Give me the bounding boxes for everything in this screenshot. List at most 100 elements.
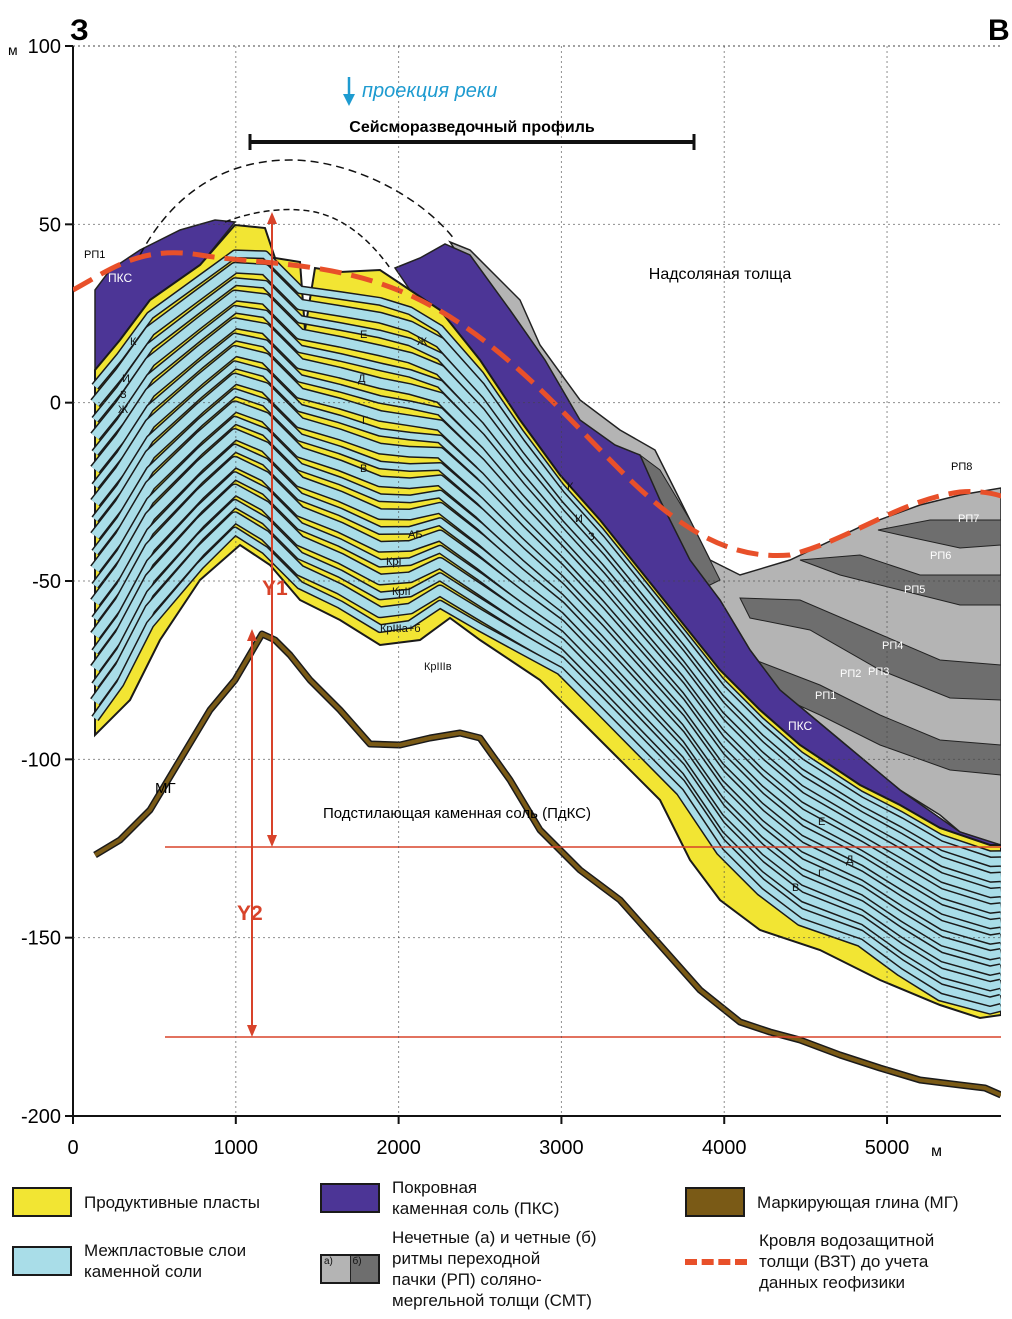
rp-label-right: РП5 <box>904 584 925 596</box>
legend-text-cover-salt: Покровная каменная соль (ПКС) <box>392 1178 560 1218</box>
interlayer-band <box>92 334 1001 905</box>
rp-label-right: РП7 <box>958 513 979 525</box>
rp-label-right: РП2 <box>840 668 861 680</box>
y-tick-label: -150 <box>21 928 61 950</box>
layer-label-mid: КрIIIа+б <box>380 623 421 635</box>
interlayer-band <box>92 361 1001 920</box>
y-tick-label: 100 <box>28 36 61 58</box>
layer-label-mid: АБ <box>408 529 423 541</box>
legend-swatch-rp: а) б) <box>320 1254 380 1284</box>
fold-arc-outer <box>139 159 456 256</box>
legend-swatch-productive <box>12 1187 72 1217</box>
layer-label-mid: Е <box>360 329 367 341</box>
x-tick-label: 0 <box>67 1137 78 1159</box>
mg-label: МГ <box>155 780 176 797</box>
rp-band-even-3 <box>739 597 1001 701</box>
y-tick-label: 50 <box>39 214 61 236</box>
legend-rp: а) б) Нечетные (а) и четные (б) ритмы пе… <box>320 1227 597 1311</box>
interlayer-band <box>92 278 1001 874</box>
interlayer-band <box>92 250 1001 858</box>
rp-label-right: РП1 <box>815 690 836 702</box>
layer-label-mid: КрII <box>392 586 411 598</box>
layer-label-mid: КрIIIв <box>424 661 452 673</box>
x-tick-label: 2000 <box>376 1137 421 1159</box>
y1-arrow-bottom <box>267 835 277 847</box>
legend-productive: Продуктивные пласты <box>12 1187 260 1217</box>
legend-cover-salt: Покровная каменная соль (ПКС) <box>320 1177 559 1219</box>
x-unit-label: м <box>931 1143 942 1160</box>
pks-left-label: ПКС <box>108 271 132 285</box>
rp-label-right: РП6 <box>930 550 951 562</box>
y1-arrow-top <box>267 212 277 224</box>
x-tick-label: 1000 <box>214 1137 259 1159</box>
grid <box>73 45 1001 1116</box>
rp8-label: РП8 <box>951 461 972 473</box>
interlayer-band <box>92 306 1001 889</box>
layer-label-left: З <box>120 389 127 401</box>
x-tick-label: 4000 <box>702 1137 747 1159</box>
interlayer-band <box>92 417 1001 951</box>
rp-band-even-1 <box>877 519 1001 549</box>
rp1-top-label: РП1 <box>84 249 105 261</box>
rp-label-right: РП3 <box>868 666 889 678</box>
legend: Продуктивные пласты Межпластовые слои ка… <box>0 1165 1012 1315</box>
y-tick-label: -200 <box>21 1106 61 1128</box>
legend-vzt: Кровля водозащитной толщи (ВЗТ) до учета… <box>685 1230 934 1293</box>
river-label: проекция реки <box>362 80 497 102</box>
layer-label-mid: Г <box>362 415 368 427</box>
layer-label-mid: Д <box>358 373 366 385</box>
interlayer-band <box>92 389 1001 936</box>
y1-label: Y1 <box>262 577 288 600</box>
layer-label-bottom: Е <box>818 816 825 828</box>
legend-interlayer: Межпластовые слои каменной соли <box>12 1240 246 1282</box>
interlayer-band <box>91 457 1001 976</box>
legend-swatch-vzt <box>685 1258 747 1265</box>
interlayer-band <box>91 429 1001 961</box>
suprasalt-label: Надсоляная толща <box>649 266 792 283</box>
y2-arrow-top <box>247 629 257 641</box>
legend-text-interlayer: Межпластовые слои каменной соли <box>84 1241 247 1281</box>
y2-label: Y2 <box>237 902 263 925</box>
interlayer-band <box>92 445 1001 967</box>
layer-label-left: Ж <box>118 404 128 416</box>
layer-labels: КИЗЖЕЖДГВАБКрIКрIIКрIIIа+бКрIIIвКИЗЕДГВР… <box>118 329 979 894</box>
layer-label-left: К <box>130 336 137 348</box>
legend-swatch-marker-clay <box>685 1187 745 1217</box>
interlayer-band <box>91 374 1001 930</box>
pks-right-label: ПКС <box>788 719 812 733</box>
layer-label-mid: КрI <box>386 556 402 568</box>
legend-marker-clay: Маркирующая глина (МГ) <box>685 1187 959 1217</box>
layer-label-bottom: Г <box>818 868 824 880</box>
y-tick-label: 0 <box>50 393 61 415</box>
vzt-line <box>73 250 1001 559</box>
layer-label-bottom: В <box>792 882 799 894</box>
rp-band-even-2 <box>799 554 1001 606</box>
y-tick-label: -100 <box>21 749 61 771</box>
y-unit-label: м <box>8 42 18 58</box>
interlayer-band <box>91 485 1001 992</box>
y2-arrow-bottom <box>247 1025 257 1037</box>
marker-clay-fill <box>93 632 1001 1097</box>
river-arrow-head <box>343 94 355 106</box>
interlayer-band <box>91 291 1001 883</box>
legend-swatch-interlayer <box>12 1246 72 1276</box>
interlayer-band <box>92 528 1001 1014</box>
legend-text-productive: Продуктивные пласты <box>84 1192 260 1212</box>
legend-text-vzt: Кровля водозащитной толщи (ВЗТ) до учета… <box>759 1231 935 1292</box>
y-tick-label: -50 <box>32 571 61 593</box>
y-axis: 100 50 0 -50 -100 -150 -200 м <box>8 36 74 1128</box>
layer-label-mid: В <box>360 463 367 475</box>
interlayer-band <box>91 401 1001 945</box>
west-label: З <box>70 14 89 47</box>
interlayer-band <box>91 512 1001 1007</box>
interlayer-band <box>92 472 1001 983</box>
legend-swatch-rp-b: б) <box>349 1256 378 1282</box>
underlying-salt-label: Подстилающая каменная соль (ПдКС) <box>323 805 591 822</box>
layer-label-right: К <box>567 481 574 493</box>
rp-band-even-4 <box>754 659 1001 776</box>
layer-label-left: И <box>122 373 130 385</box>
legend-swatch-rp-a: а) <box>322 1256 350 1282</box>
legend-swatch-cover-salt <box>320 1183 380 1213</box>
